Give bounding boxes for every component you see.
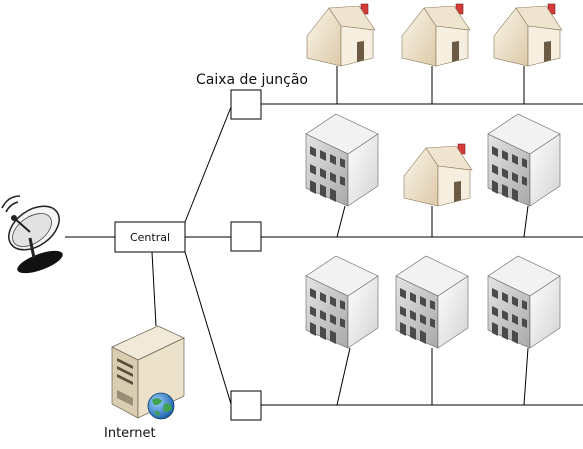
house-icon bbox=[403, 143, 473, 207]
link-central-server bbox=[151, 251, 157, 327]
central-label: Central bbox=[130, 231, 170, 244]
globe-icon bbox=[147, 392, 175, 420]
drop-building-1 bbox=[336, 205, 346, 238]
house-icon bbox=[306, 3, 376, 67]
server-icon bbox=[111, 325, 185, 419]
junction-box-2 bbox=[230, 221, 262, 252]
apartment-building-icon bbox=[305, 255, 379, 349]
drop-building-2 bbox=[523, 205, 529, 238]
satellite-dish-icon bbox=[1, 195, 63, 274]
junction-box-1 bbox=[230, 89, 262, 120]
house-icon bbox=[401, 3, 471, 67]
internet-label: Internet bbox=[104, 426, 156, 441]
drop-building-3 bbox=[336, 347, 351, 406]
apartment-building-icon bbox=[395, 255, 469, 349]
central-node bbox=[114, 221, 186, 253]
link-central-box3 bbox=[184, 251, 232, 405]
house-icon bbox=[493, 3, 563, 67]
apartment-building-icon bbox=[487, 113, 561, 207]
connection-lines bbox=[65, 66, 583, 406]
apartment-building-icon bbox=[305, 113, 379, 207]
junction-box-3 bbox=[230, 390, 262, 421]
apartment-building-icon bbox=[487, 255, 561, 349]
link-central-box1 bbox=[184, 106, 232, 223]
drop-building-5 bbox=[523, 347, 529, 406]
junction-box-label: Caixa de junção bbox=[196, 72, 308, 88]
